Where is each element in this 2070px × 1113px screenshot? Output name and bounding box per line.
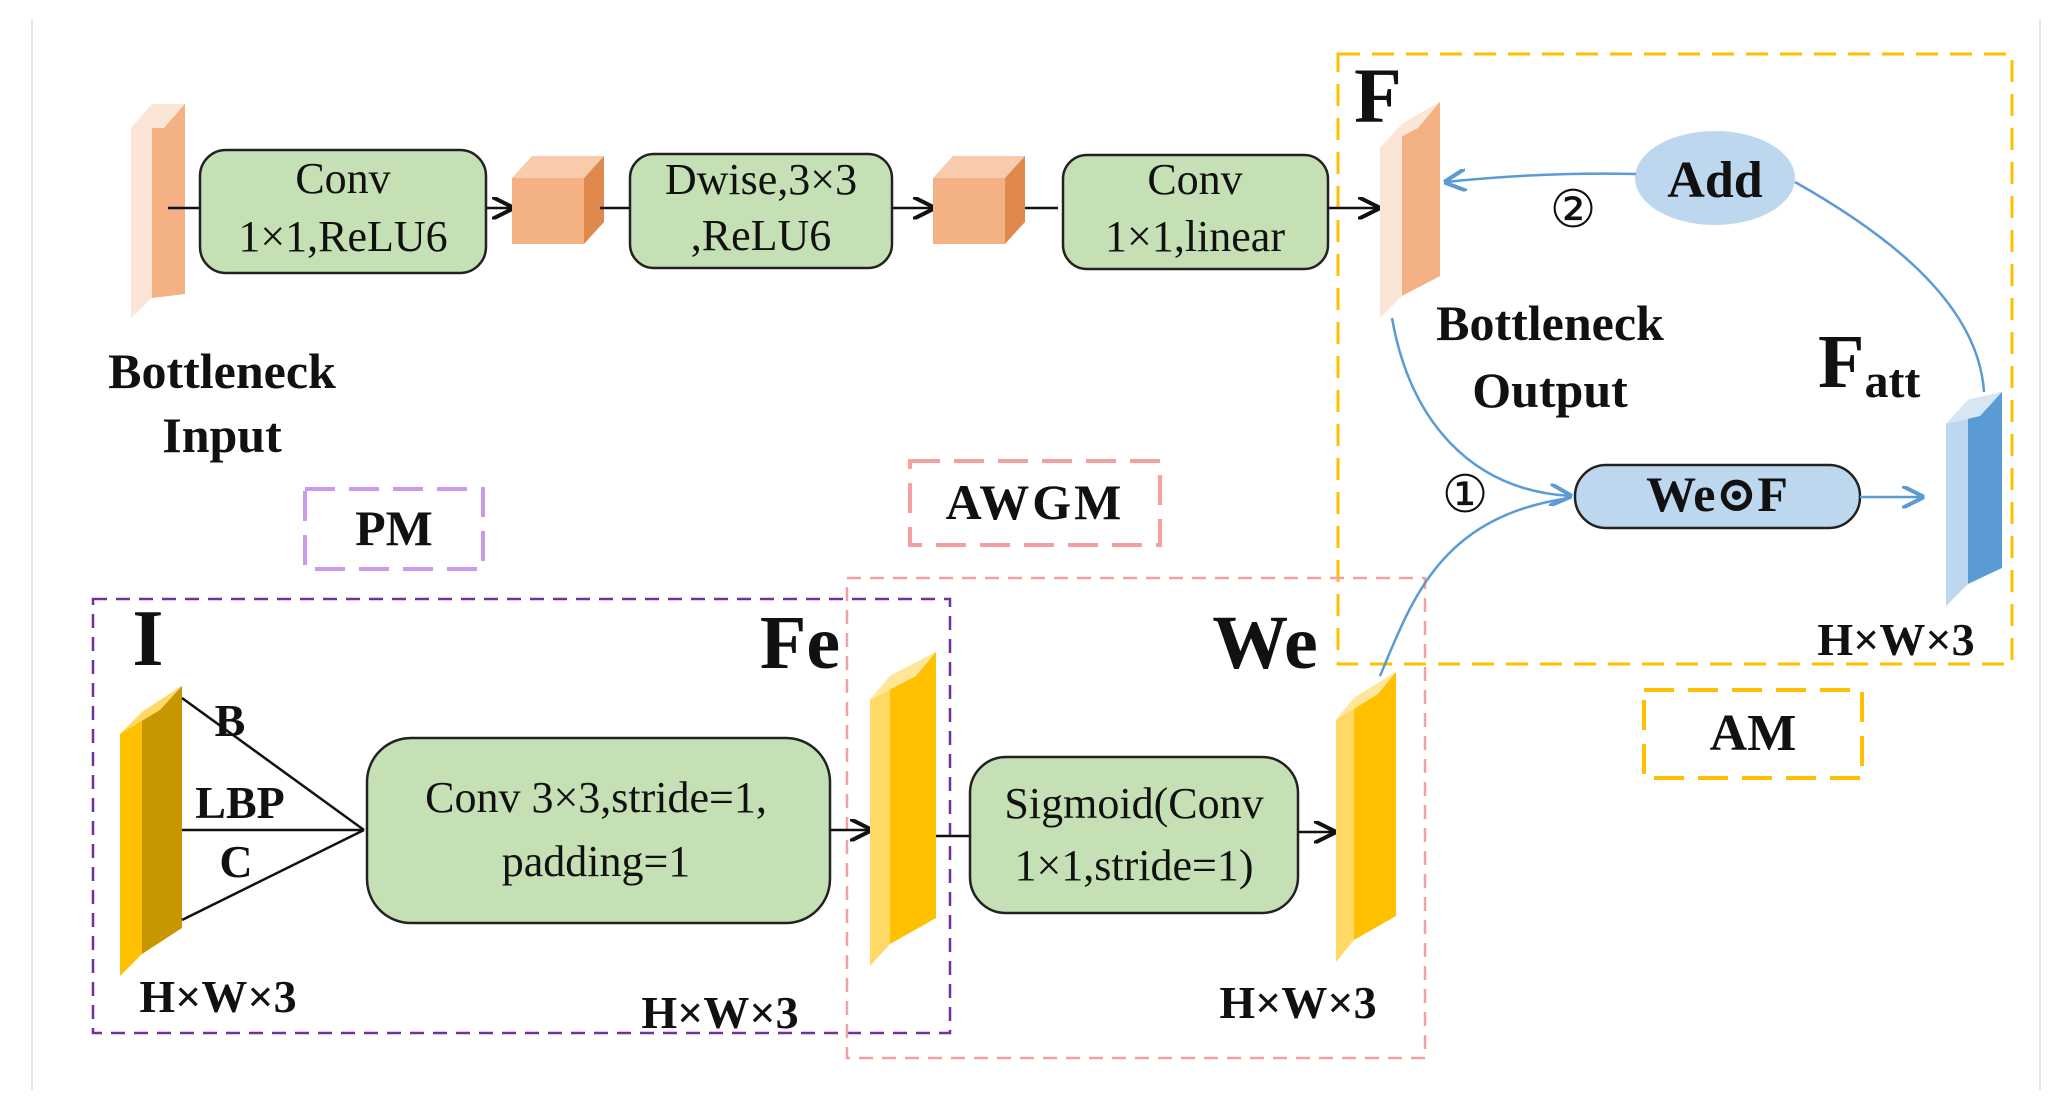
dims-we: H×W×3 xyxy=(1219,977,1376,1028)
F-att-main: F xyxy=(1818,320,1864,404)
pm-tag: PM xyxy=(355,500,433,556)
LBP-label: LBP xyxy=(195,777,284,828)
am-tag: AM xyxy=(1710,705,1797,762)
Fe-slab xyxy=(870,652,936,966)
We-label: We xyxy=(1212,601,1318,685)
conv1-label-1: Conv xyxy=(295,154,390,203)
conv2-label-2: 1×1,linear xyxy=(1105,212,1285,261)
We-slab xyxy=(1336,672,1396,962)
dims-fe: H×W×3 xyxy=(641,987,798,1038)
dwise-box xyxy=(628,152,894,270)
step2-marker: ② xyxy=(1550,182,1597,239)
C-label: C xyxy=(219,836,252,887)
add-node xyxy=(1635,131,1795,225)
step1-marker: ① xyxy=(1442,467,1489,524)
arrow-F-weF xyxy=(1390,317,1570,496)
dwise-label-2: ,ReLU6 xyxy=(691,211,832,260)
pm-tag-box xyxy=(303,487,485,571)
conv1-label-2: 1×1,ReLU6 xyxy=(238,212,447,261)
sigmoid-box xyxy=(968,755,1300,915)
arrow-Fatt-add xyxy=(1794,180,1986,393)
arrow-We-weF xyxy=(1378,496,1571,677)
we-times-f-label: We⊙F xyxy=(1646,466,1788,522)
bottleneck-output-label-1: Bottleneck xyxy=(1436,295,1664,351)
fan-connector xyxy=(181,696,365,922)
dims-i: H×W×3 xyxy=(139,971,296,1022)
conv2-label-1: Conv xyxy=(1147,155,1242,204)
awgm-region xyxy=(845,576,1427,1060)
F-label: F xyxy=(1354,52,1402,139)
I-input-slab xyxy=(120,686,182,976)
bottleneck-input-slab xyxy=(131,104,185,318)
awgm-tag-box xyxy=(908,459,1162,547)
conv1-box xyxy=(198,148,488,275)
am-tag-box xyxy=(1642,688,1864,780)
I-label: I xyxy=(132,595,163,683)
awgm-tag: AWGM xyxy=(946,474,1125,530)
bottleneck-output-label-2: Output xyxy=(1472,362,1628,418)
conv3-label-2: padding=1 xyxy=(502,837,691,886)
feature-cube-1 xyxy=(512,156,604,244)
feature-cube-2 xyxy=(933,156,1025,244)
conv2-box xyxy=(1061,153,1330,271)
F-att-sub: att xyxy=(1864,355,1920,408)
dims-att: H×W×3 xyxy=(1817,614,1974,665)
dwise-label-1: Dwise,3×3 xyxy=(665,155,857,204)
sigmoid-label-2: 1×1,stride=1) xyxy=(1014,841,1253,890)
conv3-label-1: Conv 3×3,stride=1, xyxy=(425,773,767,822)
Fe-label: Fe xyxy=(760,601,840,685)
bottleneck-input-label-2: Input xyxy=(162,407,282,463)
bottleneck-input-label-1: Bottleneck xyxy=(108,343,336,399)
sigmoid-label-1: Sigmoid(Conv xyxy=(1004,779,1263,828)
conv3-box xyxy=(365,736,832,925)
F-att-slab xyxy=(1946,392,2002,606)
arrow-add-F xyxy=(1446,174,1637,182)
add-label: Add xyxy=(1667,152,1762,209)
F-output-slab xyxy=(1380,102,1440,318)
F-att-label: Fatt xyxy=(1818,320,1920,408)
am-region xyxy=(1336,52,2014,666)
B-label: B xyxy=(215,695,246,746)
